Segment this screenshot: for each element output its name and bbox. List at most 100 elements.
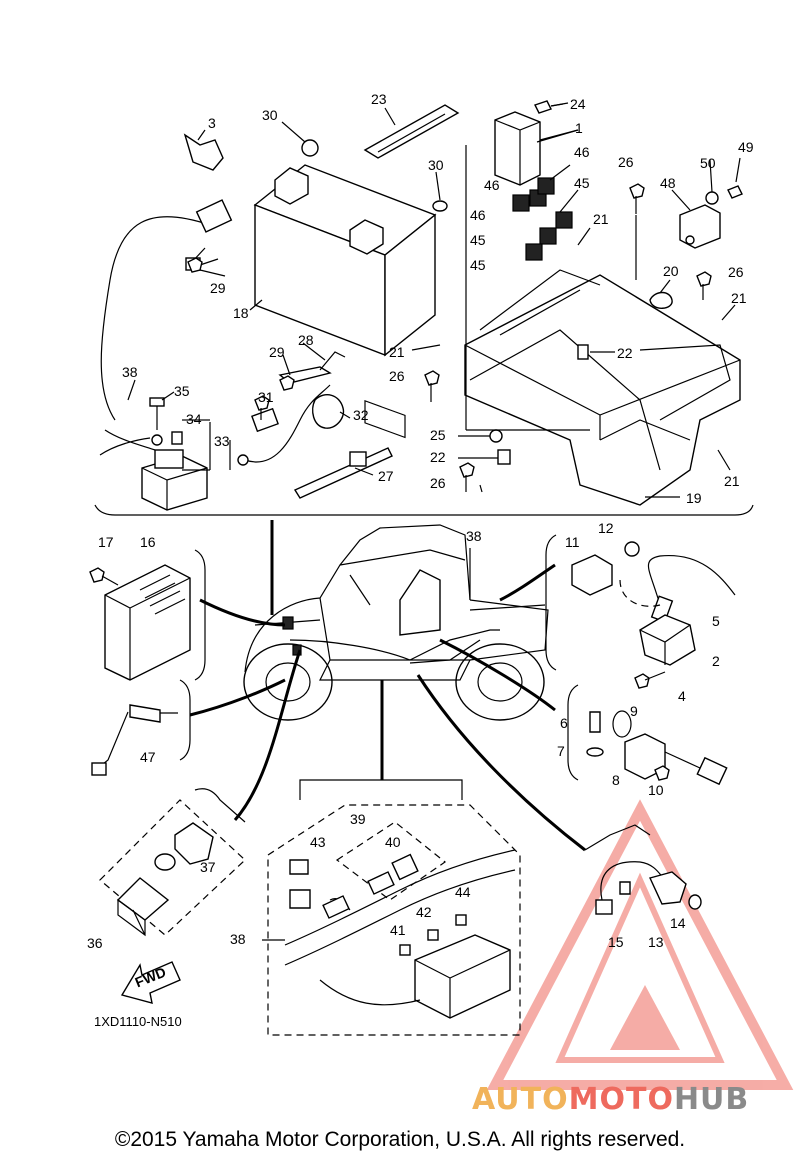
callout-20: 20 <box>663 263 679 279</box>
watermark-part-1: AUTO <box>472 1082 569 1117</box>
callout-29: 29 <box>210 280 226 296</box>
callout-49: 49 <box>738 139 754 155</box>
callout-19: 19 <box>686 490 702 506</box>
callout-8: 8 <box>612 772 620 788</box>
callout-46: 46 <box>574 144 590 160</box>
callout-12: 12 <box>598 520 614 536</box>
callout-3: 3 <box>208 115 216 131</box>
callout-21: 21 <box>731 290 747 306</box>
sensor-bracket <box>179 679 191 761</box>
watermark-part-3: HUB <box>673 1082 750 1117</box>
watermark-part-2: MOTO <box>568 1082 674 1117</box>
callout-15: 15 <box>608 934 624 950</box>
neutral-switch-group <box>99 799 246 937</box>
callout-26: 26 <box>389 368 405 384</box>
section-connectors <box>189 520 586 852</box>
callout-43: 43 <box>310 834 326 850</box>
callout-21: 21 <box>389 344 405 360</box>
callout-21: 21 <box>724 473 740 489</box>
callout-4: 4 <box>678 688 686 704</box>
callout-26: 26 <box>430 475 446 491</box>
callout-labels: 1 2 3 4 5 6 7 8 9 10 11 12 13 14 15 16 1… <box>87 91 754 990</box>
callout-26: 26 <box>618 154 634 170</box>
callout-38: 38 <box>122 364 138 380</box>
callout-27: 27 <box>378 468 394 484</box>
rectifier-regulator <box>89 564 191 681</box>
copyright-notice: ©2015 Yamaha Motor Corporation, U.S.A. A… <box>114 1128 686 1151</box>
watermark-text: AUTOMOTOHUB <box>472 1082 749 1117</box>
callout-32: 32 <box>353 407 369 423</box>
callout-41: 41 <box>390 922 406 938</box>
callout-37: 37 <box>200 859 216 875</box>
callout-23: 23 <box>371 91 387 107</box>
diagram-code: 1XD1110-N510 <box>94 1014 182 1029</box>
starter-relay <box>99 397 208 511</box>
callout-14: 14 <box>670 915 686 931</box>
callout-33: 33 <box>214 433 230 449</box>
callout-28: 28 <box>298 332 314 348</box>
callout-30: 30 <box>428 157 444 173</box>
switch-bracket <box>194 788 246 823</box>
temperature-sensor-group <box>586 710 728 786</box>
callout-46: 46 <box>470 207 486 223</box>
rectifier-bracket <box>194 549 206 681</box>
callout-13: 13 <box>648 934 664 950</box>
callout-40: 40 <box>385 834 401 850</box>
callout-10: 10 <box>648 782 664 798</box>
battery-leads <box>237 351 346 466</box>
callout-7: 7 <box>557 743 565 759</box>
callout-6: 6 <box>560 715 568 731</box>
callout-44: 44 <box>455 884 471 900</box>
callout-42: 42 <box>416 904 432 920</box>
lean-angle-sensor <box>679 185 743 249</box>
callout-21: 21 <box>593 211 609 227</box>
fwd-arrow-icon <box>120 961 181 1004</box>
callout-45: 45 <box>470 257 486 273</box>
callout-38: 38 <box>466 528 482 544</box>
bolts <box>187 183 712 492</box>
callout-29: 29 <box>269 344 285 360</box>
ignition-bracket <box>545 534 557 671</box>
callout-46: 46 <box>484 177 500 193</box>
callout-39: 39 <box>350 811 366 827</box>
callout-18: 18 <box>233 305 249 321</box>
callout-45: 45 <box>470 232 486 248</box>
battery-cap <box>301 139 319 157</box>
callout-11: 11 <box>565 534 580 550</box>
callout-9: 9 <box>630 703 638 719</box>
harness-detail <box>262 804 521 1036</box>
callout-30: 30 <box>262 107 278 123</box>
ignition-coil-group <box>571 541 736 689</box>
upper-group-bracket <box>94 504 754 516</box>
callout-22: 22 <box>430 449 446 465</box>
callout-48: 48 <box>660 175 676 191</box>
callout-26: 26 <box>728 264 744 280</box>
callout-50: 50 <box>700 155 716 171</box>
callout-35: 35 <box>174 383 190 399</box>
callout-47: 47 <box>140 749 156 765</box>
callout-25: 25 <box>430 427 446 443</box>
leader-lines <box>127 103 741 498</box>
watermark-logo <box>486 799 794 1090</box>
sensor-group-bracket <box>567 684 579 781</box>
battery-cap <box>432 200 448 212</box>
ecu-and-relays <box>494 100 579 261</box>
battery-tray <box>464 269 741 506</box>
speed-sensor <box>91 704 178 776</box>
starter-relay-cable <box>100 133 233 421</box>
battery-band <box>363 104 460 159</box>
callout-36: 36 <box>87 935 103 951</box>
battery <box>253 164 437 439</box>
callout-5: 5 <box>712 613 720 629</box>
callout-22: 22 <box>617 345 633 361</box>
callout-45: 45 <box>574 175 590 191</box>
callout-17: 17 <box>98 534 114 550</box>
callout-2: 2 <box>712 653 720 669</box>
cable-band <box>293 447 393 499</box>
callout-34: 34 <box>186 411 202 427</box>
callout-1: 1 <box>575 120 583 136</box>
callout-38: 38 <box>230 931 246 947</box>
callout-31: 31 <box>258 389 274 405</box>
